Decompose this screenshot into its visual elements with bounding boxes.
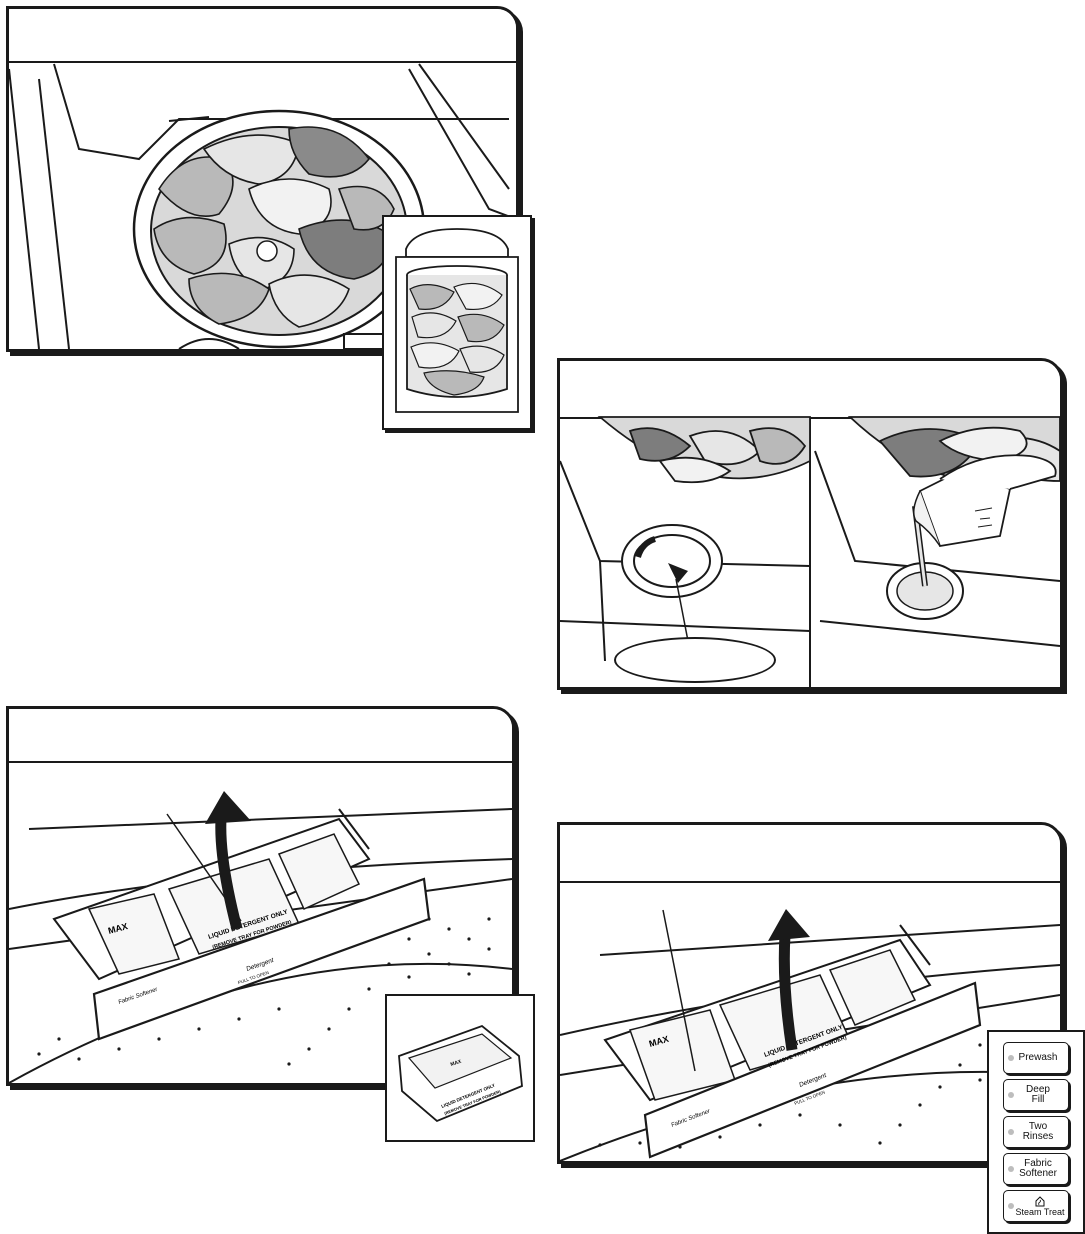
option-buttons-panel: Prewash Deep Fill Two Rinses Fabric Soft…	[987, 1030, 1085, 1234]
fabric-softener-panel: MAX LIQUID DETERGENT ONLY (REMOVE TRAY F…	[557, 822, 1063, 1164]
panel-header-band	[560, 825, 1060, 883]
perforation-dots	[37, 917, 491, 1066]
status-light	[1008, 1129, 1014, 1135]
tray-removal-illustration: MAX LIQUID DETERGENT ONLY (REMOVE TRAY F…	[9, 791, 512, 1083]
button-label: Prewash	[1018, 1052, 1058, 1063]
status-light	[1008, 1166, 1014, 1172]
deep-fill-button[interactable]: Deep Fill	[1003, 1079, 1069, 1111]
fabric-softener-button[interactable]: Fabric Softener	[1003, 1153, 1069, 1185]
button-label: Fabric Softener	[1019, 1158, 1057, 1179]
inset-max-label: MAX	[450, 1059, 463, 1068]
button-label: Two Rinses	[1022, 1121, 1054, 1142]
drum-full-inset	[382, 215, 532, 430]
load-laundry-panel	[6, 6, 519, 352]
steam-treat-button[interactable]: Steam Treat	[1003, 1190, 1069, 1222]
button-label: Steam Treat	[1015, 1206, 1065, 1217]
status-light	[1008, 1203, 1014, 1209]
add-detergent-panel	[557, 358, 1063, 690]
softener-tray-illustration: MAX LIQUID DETERGENT ONLY (REMOVE TRAY F…	[560, 909, 1060, 1161]
washer-drum-illustration	[9, 63, 516, 349]
panel-header-band	[9, 9, 516, 63]
panel-header-band	[9, 709, 512, 763]
prewash-button[interactable]: Prewash	[1003, 1042, 1069, 1074]
callout-oval	[614, 637, 776, 683]
status-light	[1008, 1055, 1014, 1061]
dispenser-illustrations	[560, 416, 1060, 687]
button-label: Deep Fill	[1026, 1084, 1050, 1105]
status-light	[1008, 1092, 1014, 1098]
two-rinses-button[interactable]: Two Rinses	[1003, 1116, 1069, 1148]
steam-icon	[1035, 1195, 1045, 1206]
removed-tray-inset: MAX LIQUID DETERGENT ONLY (REMOVE TRAY F…	[385, 994, 535, 1142]
